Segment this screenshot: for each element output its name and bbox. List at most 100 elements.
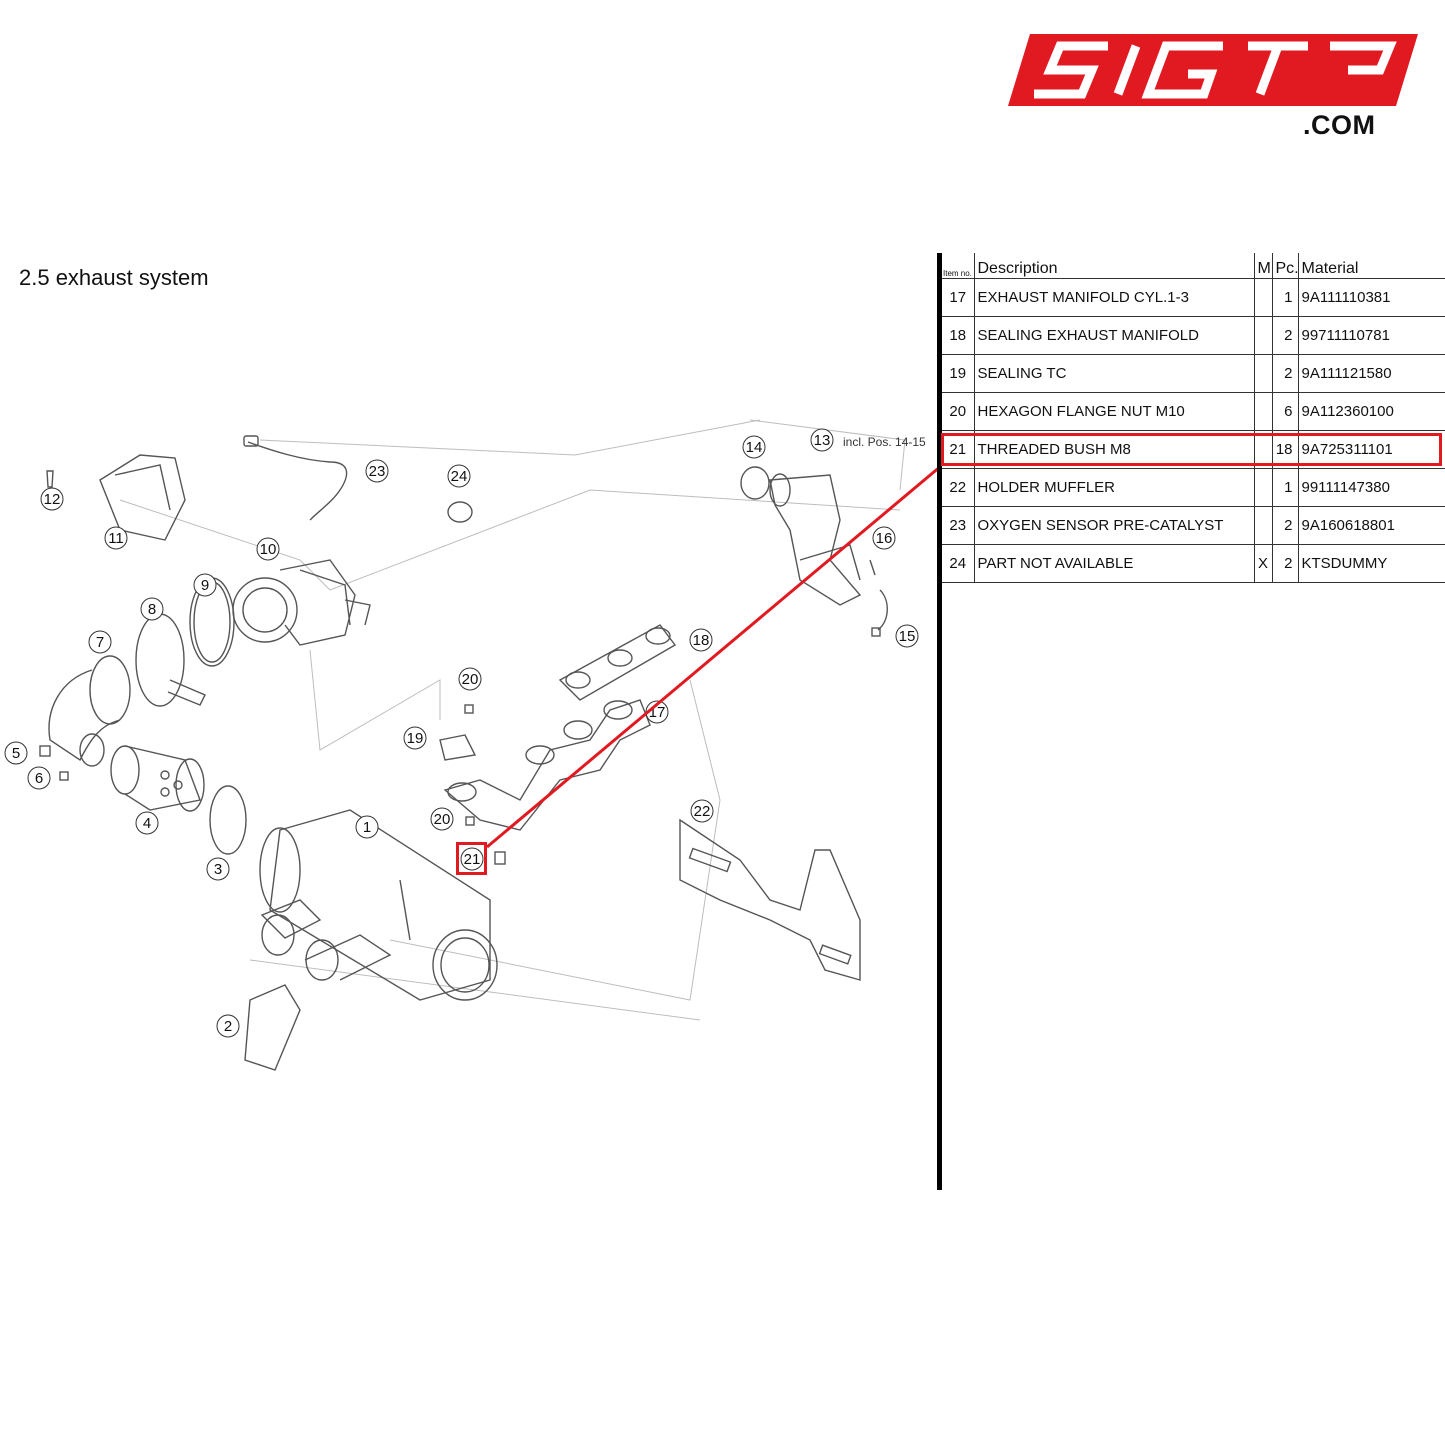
cell-material: 99111147380: [1297, 468, 1445, 507]
cell-material: 9A111110381: [1297, 278, 1445, 317]
cell-description: SEALING EXHAUST MANIFOLD: [973, 316, 1254, 355]
callout-24: 24: [447, 464, 471, 488]
svg-text:16: 16: [876, 530, 893, 547]
cell-m: X: [1253, 544, 1272, 583]
svg-text:15: 15: [899, 628, 916, 645]
callout-17: 17: [645, 700, 669, 724]
svg-text:13: 13: [814, 432, 831, 449]
cell-pc: 6: [1271, 392, 1298, 431]
cell-pc: 2: [1271, 544, 1298, 583]
highlight-callout-21[interactable]: [456, 842, 487, 875]
cell-material: 9A160618801: [1297, 506, 1445, 545]
svg-text:9: 9: [201, 577, 209, 594]
cell-pc: 2: [1271, 354, 1298, 393]
callout-7: 7: [88, 630, 112, 654]
callout-4: 4: [135, 811, 159, 835]
callout-12: 12: [40, 487, 64, 511]
cell-pc: 2: [1271, 506, 1298, 545]
exhaust-exploded-diagram: 1 2 3 4 5 6 7 8 9 10 11 12 13 14 15 16 1…: [4, 419, 926, 1071]
logo-mark: [1008, 34, 1418, 106]
svg-text:18: 18: [693, 632, 710, 649]
header-m: M: [1253, 253, 1272, 279]
svg-text:3: 3: [214, 861, 222, 878]
callout-21: 21: [460, 847, 484, 871]
cell-material: 9A111121580: [1297, 354, 1445, 393]
cell-item-no: 23: [942, 506, 974, 545]
svg-text:21: 21: [464, 851, 481, 868]
callout-19: 19: [403, 726, 427, 750]
cell-description: HOLDER MUFFLER: [973, 468, 1254, 507]
svg-text:14: 14: [746, 439, 763, 456]
callout-5: 5: [4, 741, 28, 765]
cell-m: [1253, 354, 1272, 393]
cell-material: KTSDUMMY: [1297, 544, 1445, 583]
table-header-row: Item no. Description M Pc. Material: [942, 253, 1445, 279]
callout-6: 6: [27, 766, 51, 790]
svg-text:19: 19: [407, 730, 424, 747]
callout-22: 22: [690, 799, 714, 823]
cell-m: [1253, 506, 1272, 545]
svg-text:20: 20: [462, 671, 479, 688]
callout-3: 3: [206, 857, 230, 881]
callout-11: 11: [104, 526, 128, 550]
callout-1: 1: [355, 815, 379, 839]
cell-item-no: 21: [942, 430, 974, 469]
svg-text:22: 22: [694, 803, 711, 820]
cell-item-no: 17: [942, 278, 974, 317]
callout-18: 18: [689, 628, 713, 652]
callout-20b: 20: [430, 807, 454, 831]
cell-pc: 1: [1271, 468, 1298, 507]
cell-m: [1253, 430, 1272, 469]
svg-text:12: 12: [44, 491, 61, 508]
cell-description: THREADED BUSH M8: [973, 430, 1254, 469]
cell-description: HEXAGON FLANGE NUT M10: [973, 392, 1254, 431]
header-description: Description: [973, 253, 1254, 279]
cell-m: [1253, 278, 1272, 317]
svg-text:17: 17: [649, 704, 666, 721]
cell-description: EXHAUST MANIFOLD CYL.1-3: [973, 278, 1254, 317]
callout-23: 23: [365, 459, 389, 483]
callout-10: 10: [256, 537, 280, 561]
cell-pc: 18: [1271, 430, 1298, 469]
header-material: Material: [1297, 253, 1445, 279]
table-divider: [937, 253, 942, 1190]
cell-pc: 1: [1271, 278, 1298, 317]
callout-15: 15: [895, 624, 919, 648]
cell-m: [1253, 468, 1272, 507]
section-title: 2.5 exhaust system: [19, 265, 209, 290]
cell-item-no: 18: [942, 316, 974, 355]
svg-text:23: 23: [369, 463, 386, 480]
callout-14: 14: [742, 435, 766, 459]
svg-text:8: 8: [148, 601, 156, 618]
cell-m: [1253, 392, 1272, 431]
callout-2: 2: [216, 1014, 240, 1038]
svg-text:5: 5: [12, 745, 20, 762]
cell-description: PART NOT AVAILABLE: [973, 544, 1254, 583]
svg-text:7: 7: [96, 634, 104, 651]
callout-16: 16: [872, 526, 896, 550]
callout-9: 9: [193, 573, 217, 597]
svg-text:24: 24: [451, 468, 468, 485]
svg-text:2: 2: [224, 1018, 232, 1035]
svg-text:6: 6: [35, 770, 43, 787]
cell-item-no: 22: [942, 468, 974, 507]
header-item-no: Item no.: [942, 253, 974, 279]
cell-description: SEALING TC: [973, 354, 1254, 393]
cell-m: [1253, 316, 1272, 355]
cell-item-no: 20: [942, 392, 974, 431]
cell-description: OXYGEN SENSOR PRE-CATALYST: [973, 506, 1254, 545]
cell-material: 9A725311101: [1297, 430, 1445, 469]
svg-text:4: 4: [143, 815, 151, 832]
cell-pc: 2: [1271, 316, 1298, 355]
cell-item-no: 24: [942, 544, 974, 583]
svg-text:10: 10: [260, 541, 277, 558]
